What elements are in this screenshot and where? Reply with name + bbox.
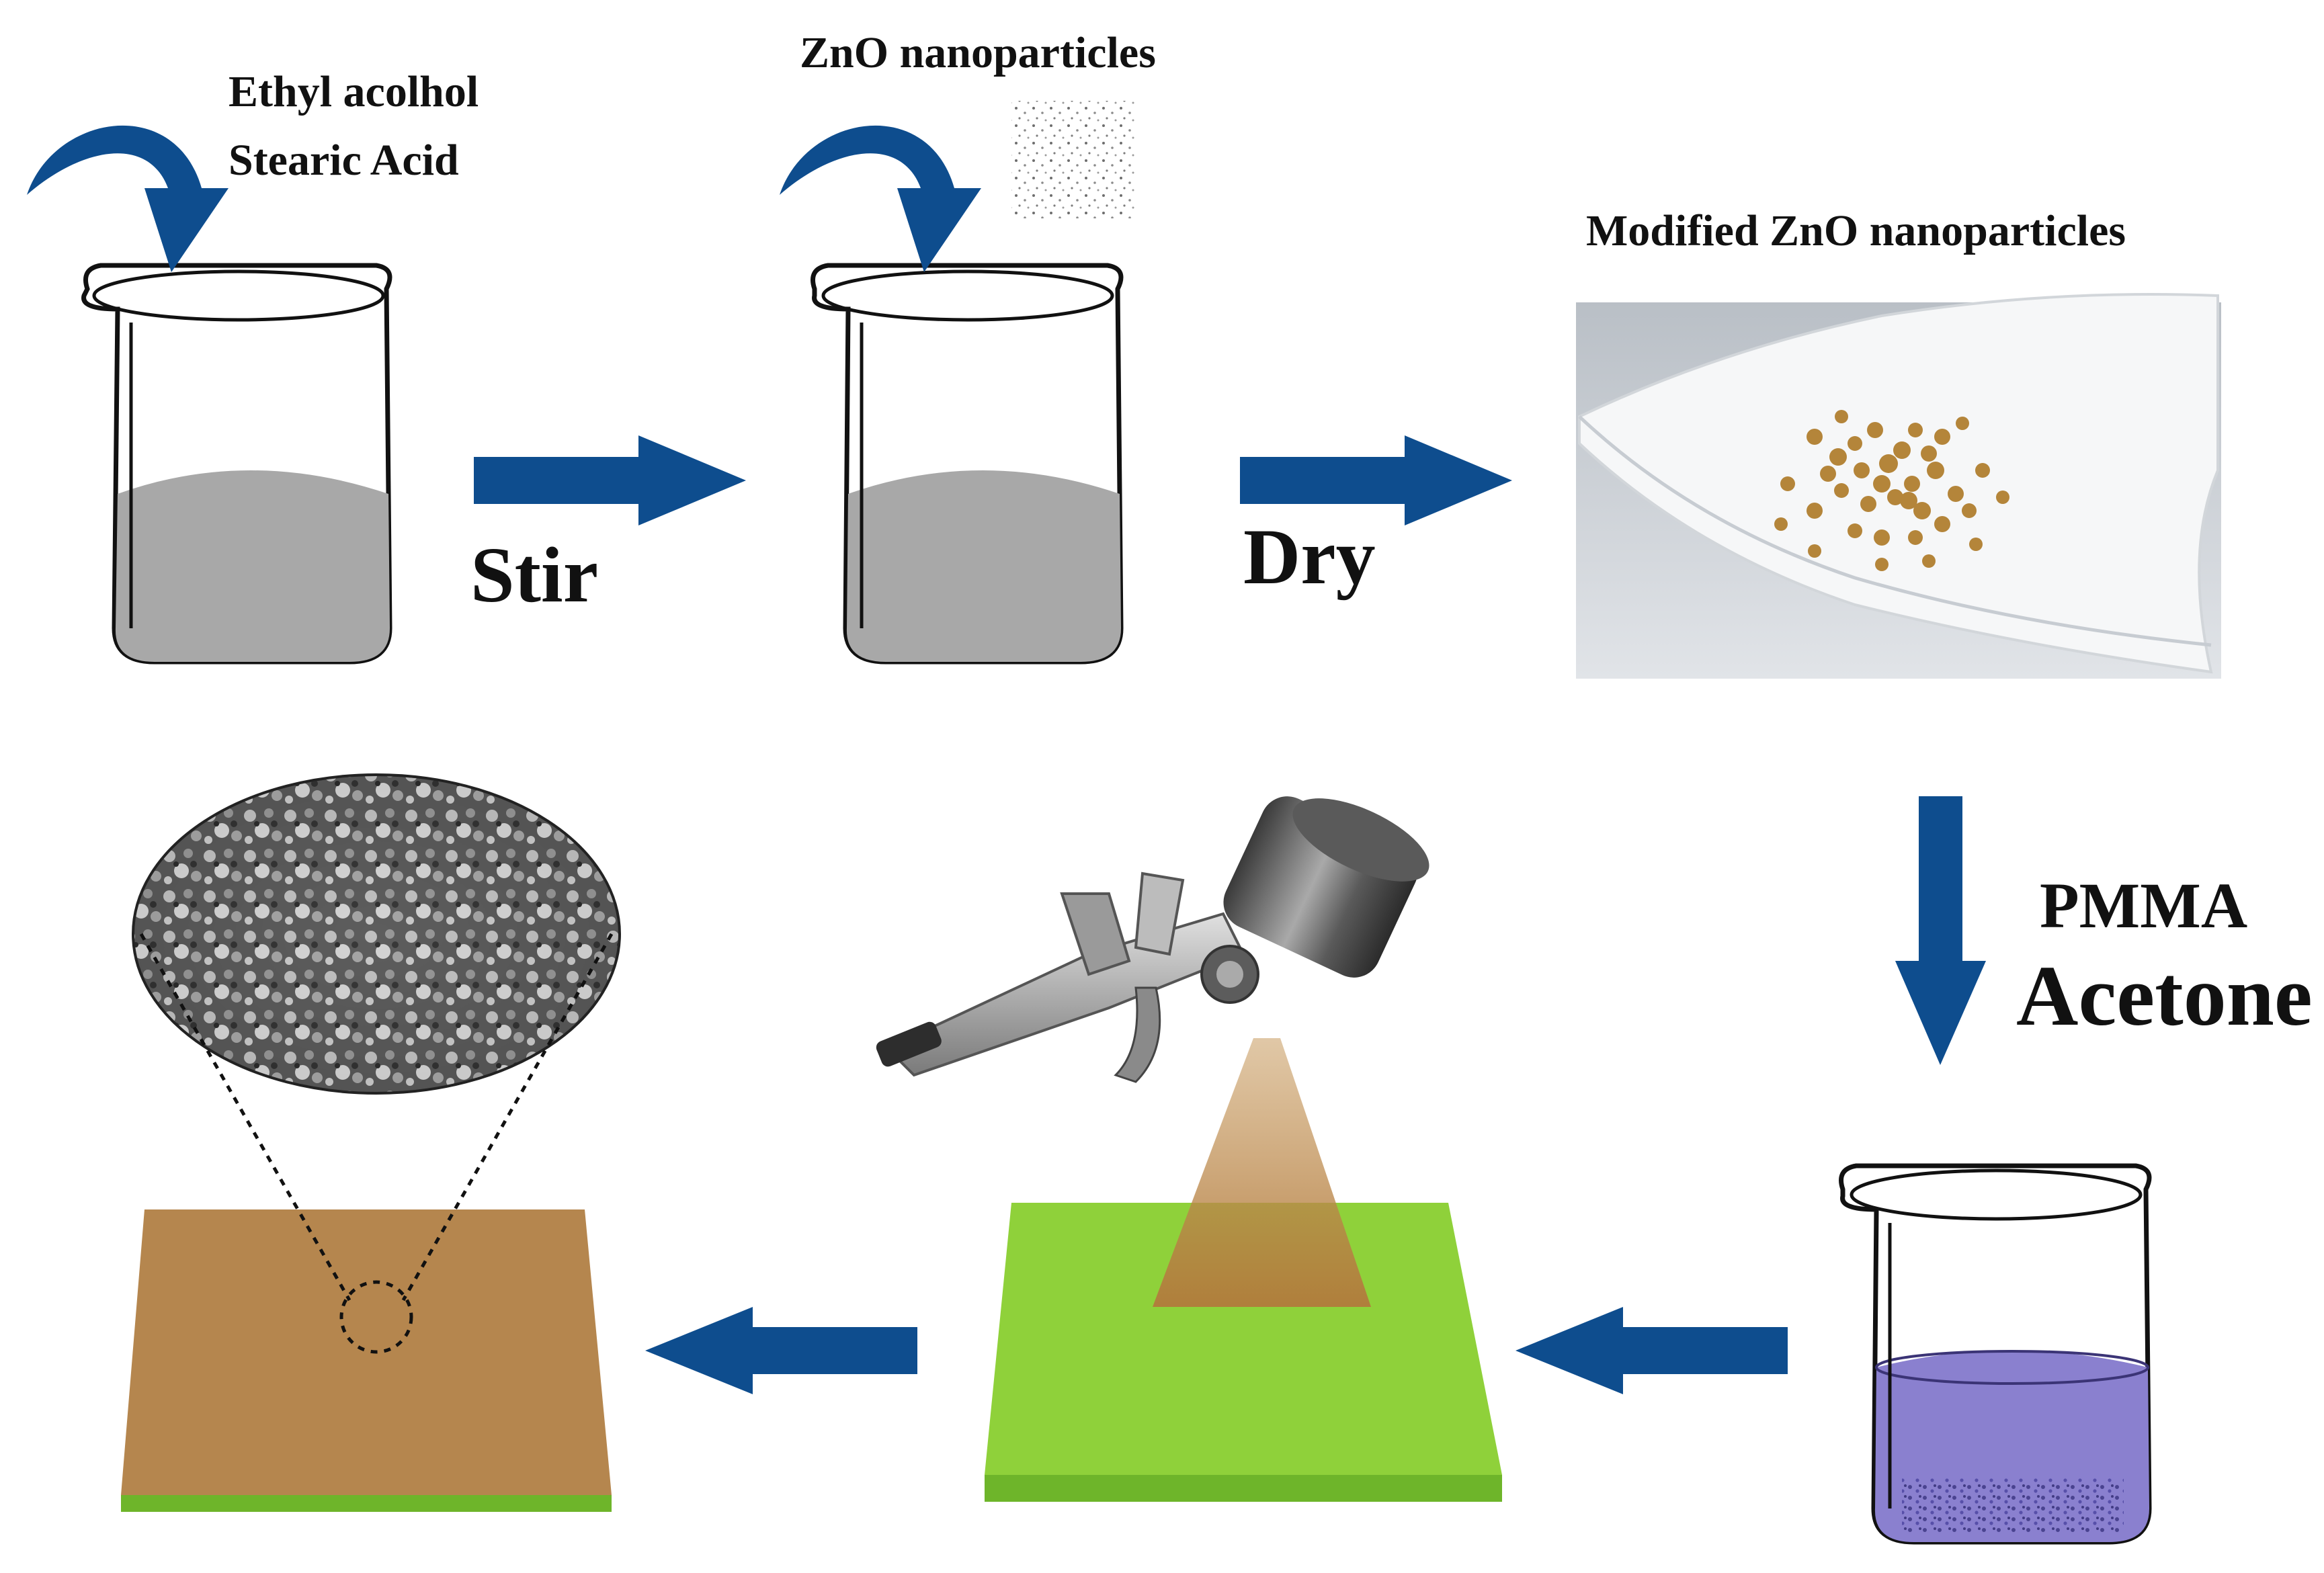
gray-solution bbox=[115, 470, 390, 662]
arrow-left-1 bbox=[1516, 1307, 1788, 1394]
nanoparticle-powder bbox=[1011, 101, 1136, 218]
label-zno-nanoparticles: ZnO nanoparticles bbox=[800, 28, 1156, 77]
pour-arrow-2 bbox=[780, 125, 981, 272]
green-substrate bbox=[985, 1203, 1502, 1502]
label-dry: Dry bbox=[1243, 513, 1376, 601]
label-stearic-acid: Stearic Acid bbox=[229, 136, 459, 185]
pour-arrow-1 bbox=[27, 125, 229, 272]
label-modified-zno: Modified ZnO nanoparticles bbox=[1586, 206, 2126, 255]
sediment-particles bbox=[1902, 1478, 2124, 1532]
photo-modified-zno bbox=[1576, 293, 2221, 679]
sem-micrograph-icon bbox=[132, 773, 621, 1095]
gray-solution bbox=[846, 470, 1121, 662]
label-pmma: PMMA bbox=[2040, 869, 2247, 941]
label-ethyl-alcohol: Ethyl acolhol bbox=[229, 67, 479, 116]
paper-sheet bbox=[1578, 293, 2219, 674]
beaker-3 bbox=[1839, 1163, 2152, 1545]
modified-particles bbox=[1774, 410, 2009, 571]
arrow-down-pmma bbox=[1895, 796, 1986, 1065]
spray-cone bbox=[1153, 1038, 1371, 1307]
label-acetone: Acetone bbox=[2016, 948, 2313, 1044]
arrow-left-2 bbox=[645, 1307, 917, 1394]
arrow-dry bbox=[1240, 435, 1512, 525]
beaker-2 bbox=[811, 263, 1124, 665]
coated-substrate bbox=[121, 1209, 612, 1512]
beaker-1 bbox=[81, 263, 392, 665]
label-stir: Stir bbox=[470, 531, 598, 619]
zoom-callout bbox=[139, 933, 614, 1354]
spray-gun-icon bbox=[876, 796, 1429, 1083]
arrow-stir bbox=[474, 435, 746, 525]
